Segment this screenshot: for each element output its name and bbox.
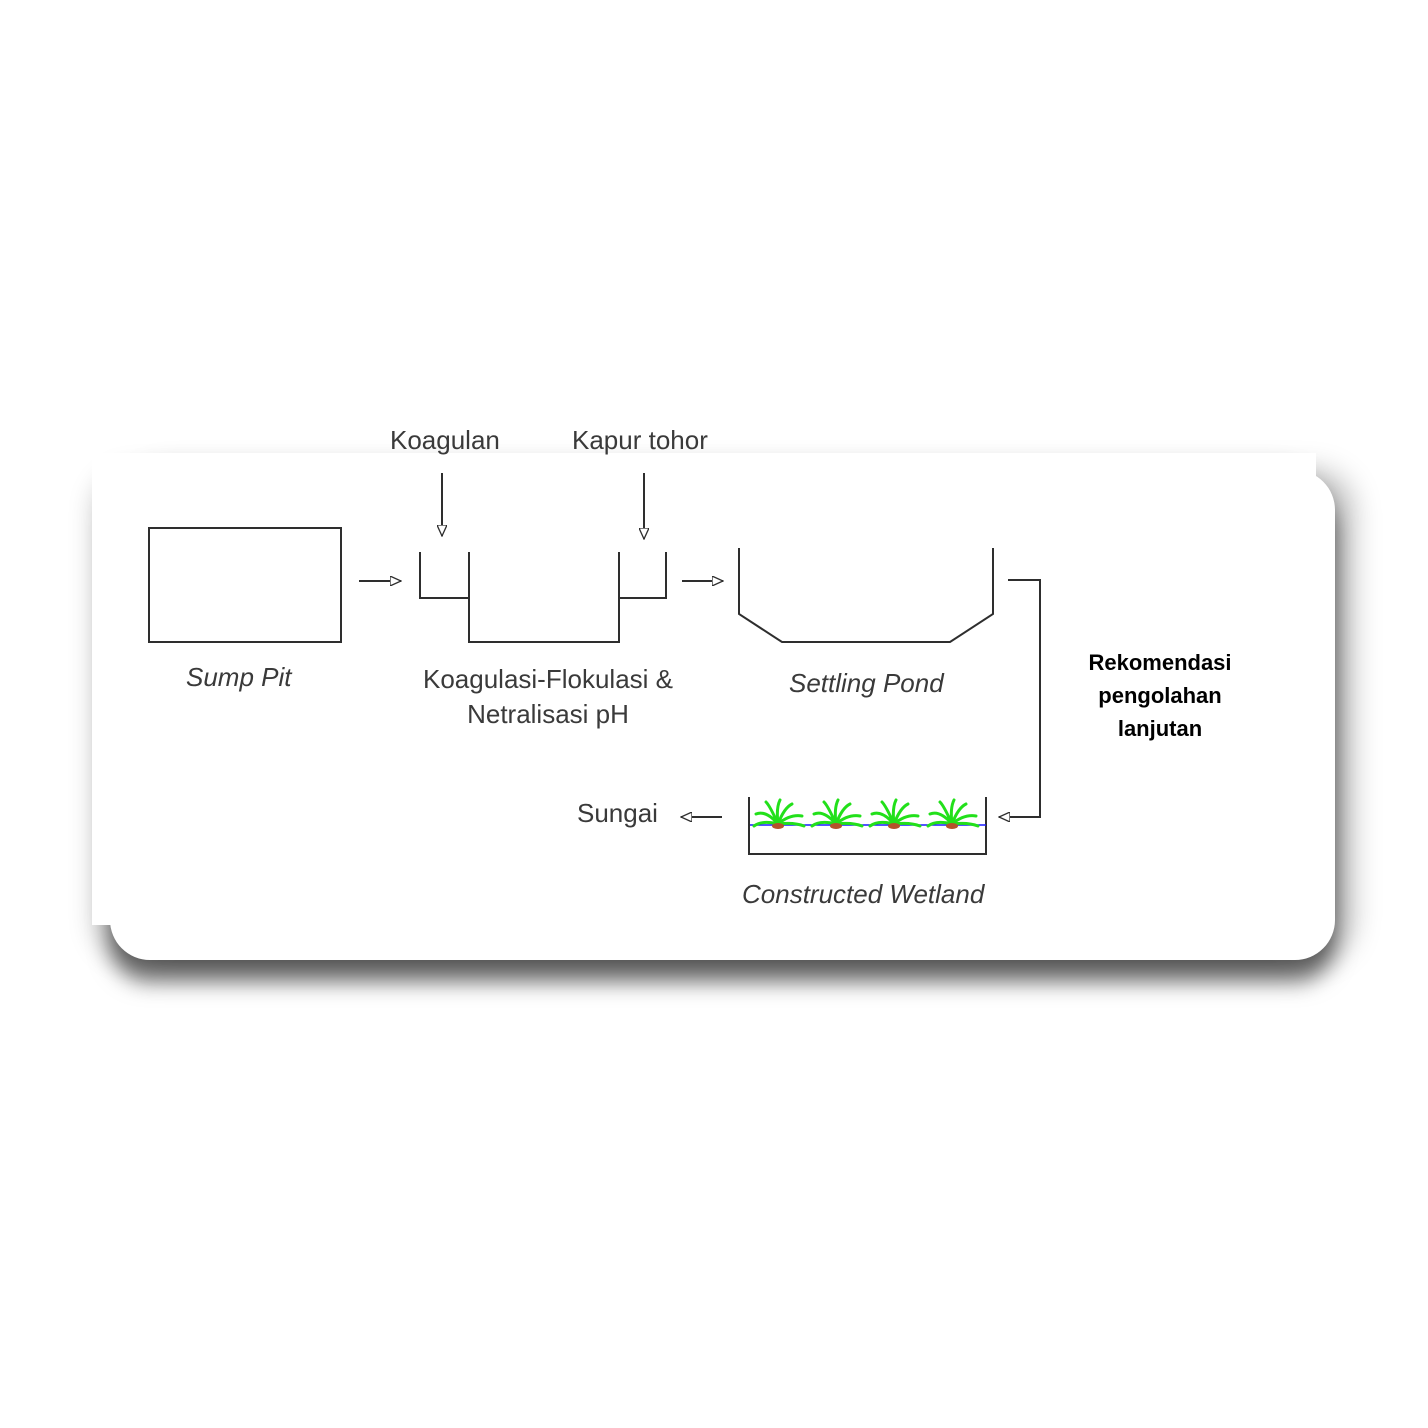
- wetland-plants: [752, 798, 980, 829]
- plant-icon: [868, 798, 922, 829]
- flow-line-to-wetland: [999, 579, 1041, 817]
- settling-pond-shape: [738, 548, 994, 643]
- sump-pit-shape: [148, 527, 342, 643]
- coagulation-label-line2: Netralisasi pH: [467, 699, 629, 729]
- settling-pond-label: Settling Pond: [789, 668, 944, 698]
- sungai-label: Sungai: [577, 798, 658, 828]
- coagulation-tank-shape: [419, 552, 667, 643]
- note-line-3: lanjutan: [1117, 716, 1203, 741]
- recommendation-note: Rekomendasi pengolahan lanjutan: [1060, 646, 1260, 745]
- plant-icon: [926, 798, 980, 829]
- constructed-wetland-label: Constructed Wetland: [742, 879, 985, 909]
- coagulation-label-line1: Koagulasi-Flokulasi &: [422, 664, 673, 694]
- note-line-1: Rekomendasi: [1088, 650, 1232, 675]
- diagram-card: [92, 453, 1316, 925]
- note-line-2: pengolahan: [1098, 683, 1222, 708]
- koagulan-label: Koagulan: [390, 425, 500, 455]
- plant-icon: [752, 798, 806, 829]
- plant-icon: [810, 798, 864, 829]
- kapur-tohor-label: Kapur tohor: [572, 425, 708, 455]
- sump-pit-label: Sump Pit: [186, 662, 292, 692]
